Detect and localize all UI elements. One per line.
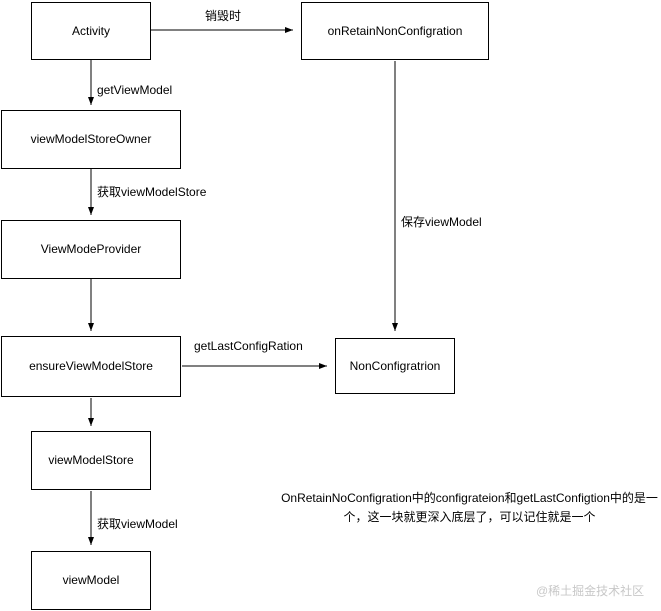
node-ensure-view-model-store[interactable]: ensureViewModelStore xyxy=(1,336,181,397)
edge-label-save-view-model: 保存viewModel xyxy=(399,213,484,230)
edge-label-get-view-model-2: 获取viewModel xyxy=(95,515,180,532)
note-line-2: 个，这一块就更深入底层了，可以记住就是一个 xyxy=(343,509,596,524)
node-label: viewModel xyxy=(62,573,120,588)
edge-label-get-last-configration: getLastConfigRation xyxy=(192,339,305,353)
node-label: ensureViewModelStore xyxy=(29,359,153,374)
node-view-mode-provider[interactable]: ViewModeProvider xyxy=(1,220,181,279)
node-label: viewModelStoreOwner xyxy=(30,132,152,147)
node-label: Activity xyxy=(71,23,110,38)
node-label: ViewModeProvider xyxy=(40,242,142,257)
diagram-note: OnRetainNoConfigration中的configrateion和ge… xyxy=(277,489,661,526)
node-view-model[interactable]: viewModel xyxy=(31,551,151,610)
node-view-model-store-owner[interactable]: viewModelStoreOwner xyxy=(1,110,181,169)
node-label: onRetainNonConfigration xyxy=(327,23,463,38)
edge-label-destroy: 销毁时 xyxy=(203,7,244,24)
node-label: NonConfigratrion xyxy=(349,358,441,373)
node-non-configratrion[interactable]: NonConfigratrion xyxy=(335,338,455,394)
watermark: @稀土掘金技术社区 xyxy=(536,584,645,598)
node-activity[interactable]: Activity xyxy=(31,2,151,60)
node-view-model-store[interactable]: viewModelStore xyxy=(31,431,151,490)
node-label: viewModelStore xyxy=(48,453,134,468)
edge-label-get-view-model-store: 获取viewModelStore xyxy=(95,183,209,200)
edge-label-get-view-model: getViewModel xyxy=(95,83,175,97)
note-line-1: OnRetainNoConfigration中的configrateion和ge… xyxy=(281,491,658,505)
node-on-retain-non-configration[interactable]: onRetainNonConfigration xyxy=(301,2,489,60)
